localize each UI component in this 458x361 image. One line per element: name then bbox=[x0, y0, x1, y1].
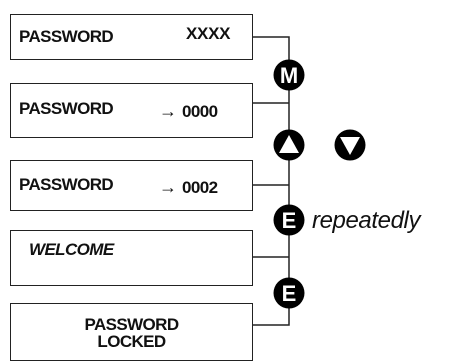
display-screen-1: PASSWORD XXXX bbox=[10, 14, 253, 60]
enter-key-label-2: E bbox=[282, 281, 297, 306]
repeatedly-note: repeatedly bbox=[312, 207, 421, 234]
up-arrow-button[interactable] bbox=[273, 129, 305, 161]
screen-5-line1: PASSWORD bbox=[84, 315, 179, 334]
display-screen-3: PASSWORD → 0002 bbox=[10, 160, 253, 211]
screen-3-arrow: → bbox=[159, 177, 177, 197]
screen-2-value: 0000 bbox=[182, 102, 218, 121]
enter-key-label-1: E bbox=[282, 208, 297, 233]
display-screen-4: WELCOME bbox=[10, 230, 253, 286]
screen-4-label: WELCOME bbox=[29, 240, 114, 259]
menu-key-button[interactable]: M bbox=[273, 59, 305, 91]
screen-2-label: PASSWORD bbox=[19, 99, 114, 118]
connector-1 bbox=[253, 36, 290, 60]
screen-1-label: PASSWORD bbox=[19, 27, 114, 46]
menu-key-label: M bbox=[280, 63, 298, 88]
display-screen-5: PASSWORD LOCKED bbox=[10, 303, 253, 361]
screen-3-label: PASSWORD bbox=[19, 175, 114, 194]
down-arrow-icon bbox=[340, 137, 360, 155]
screen-1-value: XXXX bbox=[186, 24, 231, 43]
screen-2-arrow: → bbox=[159, 101, 177, 121]
connector-8 bbox=[253, 308, 290, 326]
enter-key-button-1[interactable]: E bbox=[273, 204, 305, 236]
display-screen-2: PASSWORD → 0000 bbox=[10, 83, 253, 138]
down-arrow-button[interactable] bbox=[334, 129, 366, 161]
screen-5-line2: LOCKED bbox=[97, 332, 166, 351]
screen-3-value: 0002 bbox=[182, 178, 218, 197]
enter-key-button-2[interactable]: E bbox=[273, 277, 305, 309]
up-arrow-icon bbox=[279, 135, 299, 153]
